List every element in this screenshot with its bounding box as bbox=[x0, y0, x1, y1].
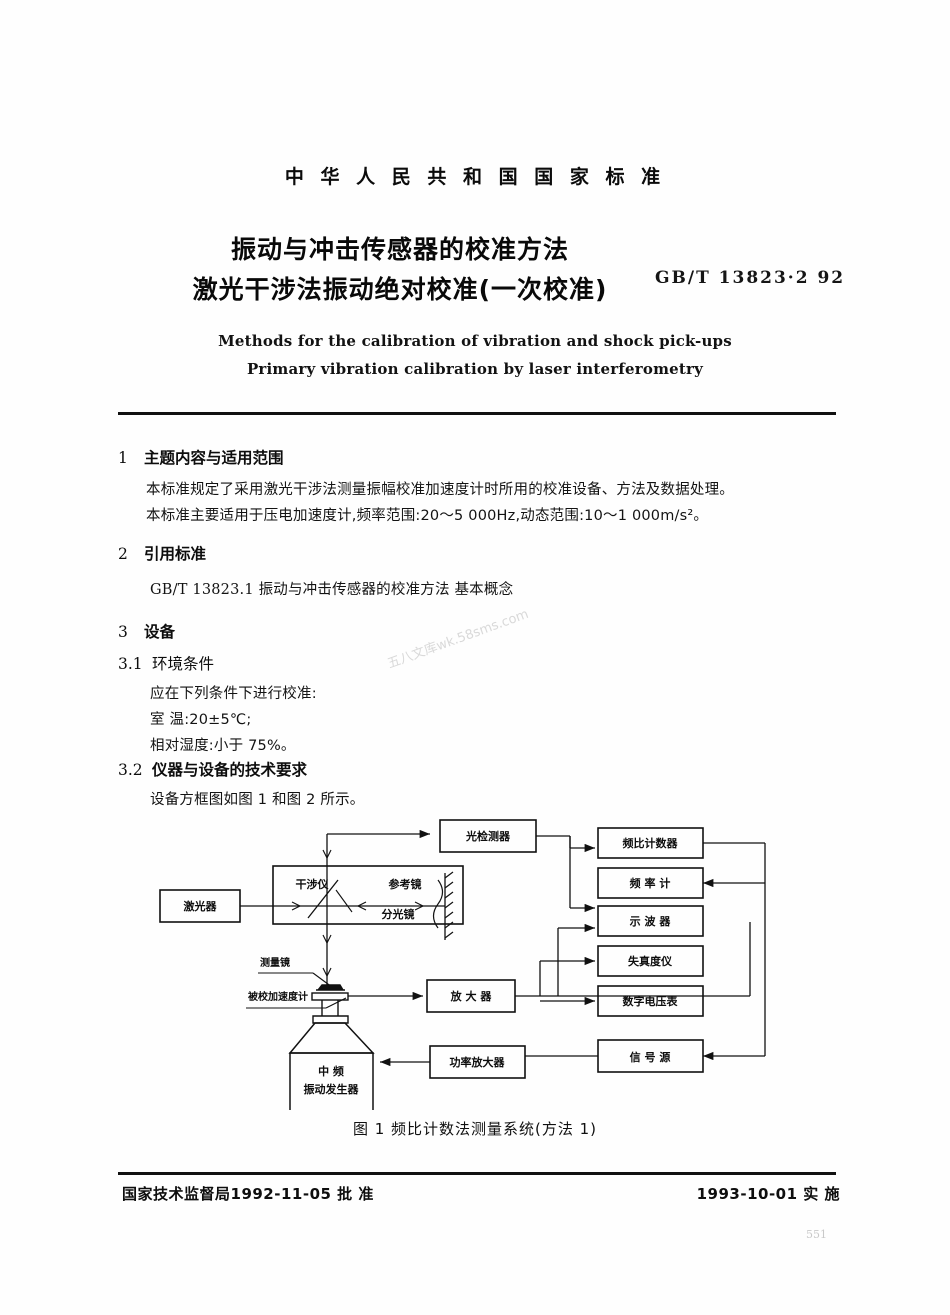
section-3-2-paragraph-1: 设备方框图如图 1 和图 2 所示。 bbox=[150, 792, 365, 808]
figure-block-amplifier: 放 大 器 bbox=[450, 989, 493, 1003]
figure-1-caption: 图 1 频比计数法测量系统(方法 1) bbox=[352, 1120, 598, 1138]
section-3-title: 设备 bbox=[144, 623, 176, 641]
figure-block-laser: 激光器 bbox=[184, 899, 218, 913]
figure-block-beam-splitter: 分光镜 bbox=[382, 907, 415, 921]
figure-block-ratio-counter: 频比计数器 bbox=[623, 836, 679, 850]
title-line-2: 激光干涉法振动绝对校准(一次校准) bbox=[192, 275, 608, 304]
section-3-1-paragraph-2: 室 温:20±5℃; bbox=[150, 712, 252, 728]
section-1-heading: 1 主题内容与适用范围 bbox=[118, 446, 284, 468]
section-2-heading: 2 引用标准 bbox=[118, 542, 206, 564]
section-3-number: 3 bbox=[118, 623, 128, 641]
standard-organization: 中 华 人 民 共 和 国 国 家 标 准 bbox=[284, 166, 666, 188]
section-3-heading: 3 设备 bbox=[118, 620, 175, 642]
section-1-title: 主题内容与适用范围 bbox=[144, 449, 284, 467]
section-1-number: 1 bbox=[118, 449, 128, 467]
section-3-1-heading: 3.1 环境条件 bbox=[118, 652, 214, 674]
figure-block-power-amplifier: 功率放大器 bbox=[450, 1055, 506, 1069]
english-title-line-1: Methods for the calibration of vibration… bbox=[218, 332, 732, 350]
section-3-1-paragraph-1: 应在下列条件下进行校准: bbox=[150, 686, 317, 702]
figure-block-oscilloscope: 示 波 器 bbox=[629, 914, 672, 928]
section-1-paragraph-2: 本标准主要适用于压电加速度计,频率范围:20～5 000Hz,动态范围:10～1… bbox=[146, 508, 709, 524]
english-title-line-2: Primary vibration calibration by laser i… bbox=[246, 360, 704, 378]
header-divider bbox=[118, 412, 836, 415]
figure-block-photodetector: 光检测器 bbox=[465, 829, 511, 843]
section-3-1-number: 3.1 bbox=[118, 655, 143, 673]
footer-implementation: 1993-10-01 实 施 bbox=[696, 1185, 840, 1203]
footer-approval: 国家技术监督局1992-11-05 批 准 bbox=[122, 1185, 374, 1203]
section-2-title: 引用标准 bbox=[144, 545, 207, 563]
section-3-1-paragraph-3: 相对湿度:小于 75%。 bbox=[150, 738, 296, 754]
section-3-2-title: 仪器与设备的技术要求 bbox=[152, 761, 308, 779]
figure-block-digital-voltmeter: 数字电压表 bbox=[623, 994, 679, 1008]
figure-label-accelerometer: 被校加速度计 bbox=[248, 990, 308, 1003]
section-3-2-heading: 3.2 仪器与设备的技术要求 bbox=[118, 758, 307, 780]
title-line-1: 振动与冲击传感器的校准方法 bbox=[230, 235, 569, 264]
footer-divider bbox=[118, 1172, 836, 1175]
section-2-paragraph-1: GB/T 13823.1 振动与冲击传感器的校准方法 基本概念 bbox=[150, 582, 514, 598]
standard-title: 振动与冲击传感器的校准方法 激光干涉法振动绝对校准(一次校准) bbox=[150, 230, 650, 310]
section-3-2-number: 3.2 bbox=[118, 761, 143, 779]
figure-block-signal-source: 信 号 源 bbox=[630, 1050, 671, 1064]
section-3-1-title: 环境条件 bbox=[152, 655, 215, 673]
figure-1-diagram: 激光器 干涉仪 参考镜 分光镜 bbox=[140, 818, 820, 1110]
figure-block-distortion-meter: 失真度仪 bbox=[628, 954, 673, 968]
figure-label-measuring-mirror: 测量镜 bbox=[260, 956, 290, 969]
figure-block-interferometer: 干涉仪 bbox=[296, 877, 330, 891]
section-1-paragraph-1: 本标准规定了采用激光干涉法测量振幅校准加速度计时所用的校准设备、方法及数据处理。 bbox=[146, 482, 734, 498]
figure-block-frequency-meter: 频 率 计 bbox=[630, 876, 671, 890]
section-2-number: 2 bbox=[118, 545, 128, 563]
watermark-text: 五八文库wk.58sms.com bbox=[385, 606, 531, 672]
page-number: 551 bbox=[806, 1228, 827, 1241]
figure-block-shaker-line-1: 中 频 bbox=[318, 1064, 344, 1078]
standard-number: GB/T 13823·2 92 bbox=[655, 268, 846, 288]
figure-block-shaker-line-2: 振动发生器 bbox=[304, 1082, 360, 1096]
figure-block-reference-mirror: 参考镜 bbox=[389, 877, 422, 891]
